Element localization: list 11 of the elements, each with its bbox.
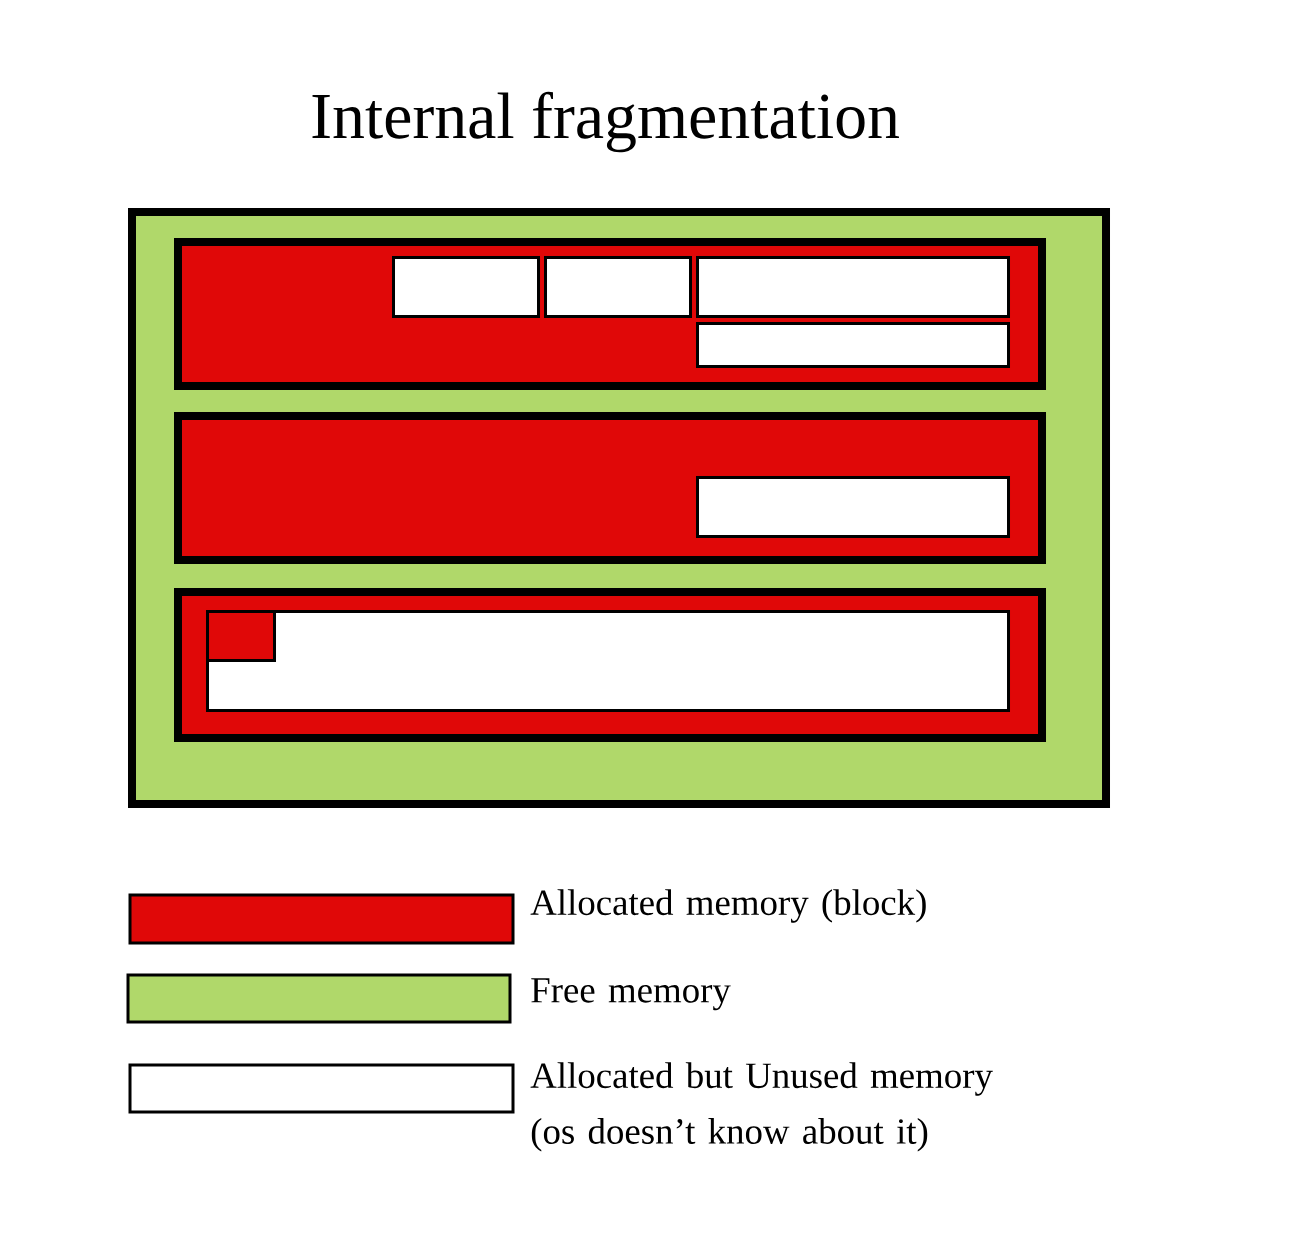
unused-region	[392, 256, 540, 318]
legend-label: Allocated memory (block)	[530, 889, 926, 923]
unused-region	[696, 476, 1010, 538]
unused-region	[696, 322, 1010, 368]
legend-label: Allocated but Unused memory (os doesn’t know about it)	[530, 1062, 993, 1152]
unused-region	[696, 256, 1010, 318]
legend-label: Free memory	[531, 978, 731, 1011]
unused-region	[206, 610, 1010, 712]
title: Internal fragmentation	[312, 91, 899, 153]
allocated-block	[206, 610, 276, 662]
unused-region	[544, 256, 692, 318]
